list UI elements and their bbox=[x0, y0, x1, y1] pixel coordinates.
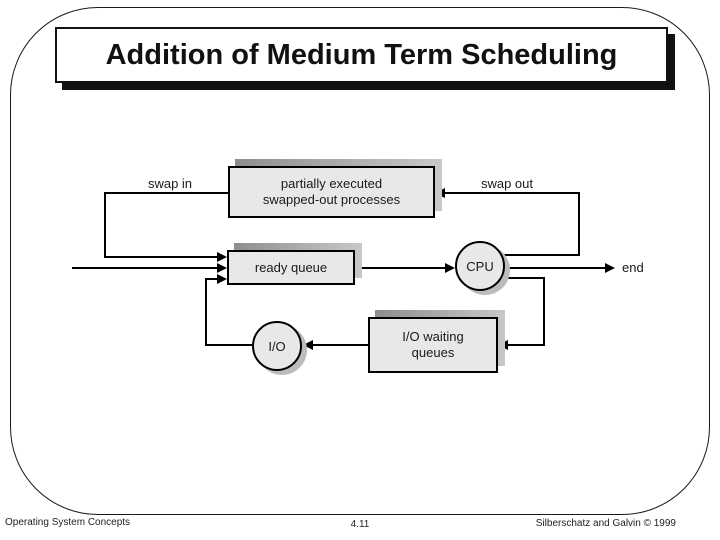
cpu-circle: CPU bbox=[455, 241, 505, 291]
cpu-label: CPU bbox=[466, 258, 494, 274]
arrowhead-iowait-to-io bbox=[303, 340, 313, 350]
io-return-line-vertical bbox=[205, 278, 207, 346]
io-return-line-bottom bbox=[205, 344, 252, 346]
io-waiting-box-line2: queues bbox=[411, 345, 455, 360]
arrowhead-io-to-ready-queue bbox=[217, 274, 227, 284]
footer-book-title: Operating System Concepts bbox=[5, 517, 131, 528]
footer-slide-number: 4.11 bbox=[350, 519, 370, 530]
arrowhead-ready-to-cpu bbox=[445, 263, 455, 273]
footer-authors: Silberschatz and Galvin © 1999 bbox=[535, 518, 676, 529]
swap-in-line-bottom bbox=[104, 256, 217, 258]
ready-queue-box: ready queue bbox=[227, 250, 355, 285]
ready-to-cpu-line bbox=[355, 267, 445, 269]
end-label: end bbox=[622, 260, 644, 275]
page-title: Addition of Medium Term Scheduling bbox=[105, 38, 618, 71]
cpu-to-iowait-line-vertical bbox=[543, 277, 545, 346]
title-box: Addition of Medium Term Scheduling bbox=[55, 27, 668, 83]
swap-out-line-top bbox=[445, 192, 580, 194]
swap-in-line-top bbox=[104, 192, 229, 194]
swap-out-line-vertical bbox=[578, 193, 580, 255]
arrowhead-swap-in-to-ready-queue bbox=[217, 252, 227, 262]
cpu-to-iowait-line-bottom bbox=[508, 344, 545, 346]
cpu-to-iowait-line-top bbox=[500, 277, 545, 279]
io-return-line-top bbox=[205, 278, 217, 280]
io-waiting-box-line1: I/O waiting bbox=[402, 329, 464, 344]
ready-queue-label: ready queue bbox=[254, 259, 328, 275]
swapped-out-box-line2: swapped-out processes bbox=[262, 192, 401, 207]
io-waiting-queues-box: I/O waiting queues bbox=[368, 317, 498, 373]
swapped-out-processes-box: partially executed swapped-out processes bbox=[228, 166, 435, 218]
cpu-to-end-line bbox=[505, 267, 605, 269]
iowait-to-io-line bbox=[313, 344, 368, 346]
io-circle: I/O bbox=[252, 321, 302, 371]
swap-out-label: swap out bbox=[480, 176, 534, 191]
swap-out-line-bottom bbox=[503, 254, 580, 256]
entry-line bbox=[72, 267, 217, 269]
swap-in-line-vertical bbox=[104, 192, 106, 258]
io-label: I/O bbox=[268, 338, 286, 354]
swap-in-label: swap in bbox=[147, 176, 193, 191]
swapped-out-box-line1: partially executed bbox=[280, 176, 383, 191]
arrowhead-cpu-to-end bbox=[605, 263, 615, 273]
arrowhead-entry-to-ready-queue bbox=[217, 263, 227, 273]
